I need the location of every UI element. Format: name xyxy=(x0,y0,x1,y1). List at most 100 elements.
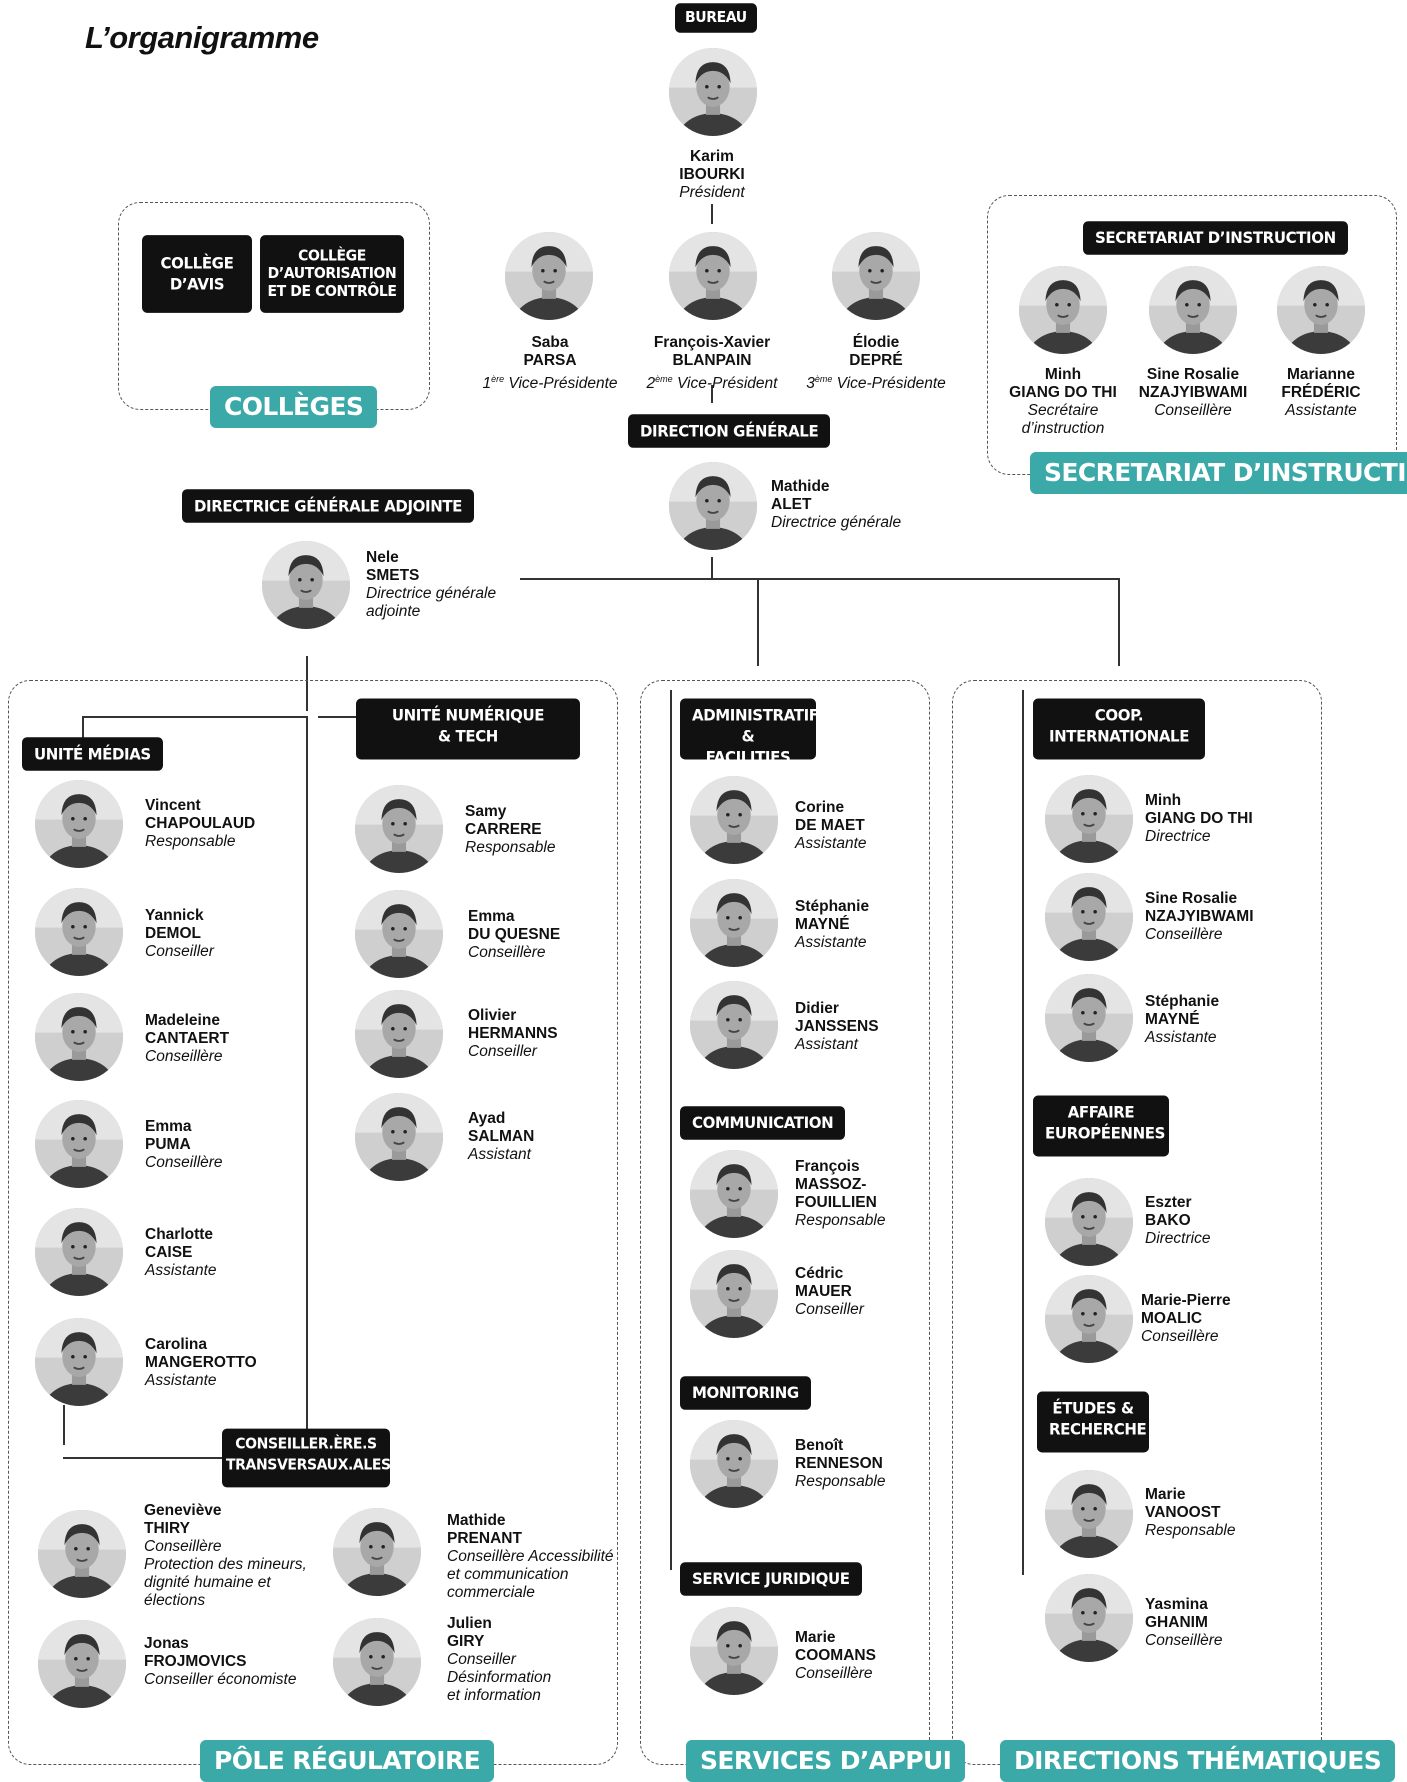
person-card: Nele SMETS Directrice générale adjointe xyxy=(366,549,497,620)
avatar xyxy=(1149,266,1237,354)
monitoring-tag: MONITORING xyxy=(680,1376,811,1410)
avatar xyxy=(1045,974,1133,1062)
avatar xyxy=(669,48,757,136)
avatar xyxy=(690,1250,778,1338)
avatar xyxy=(355,990,443,1078)
avatar xyxy=(1045,873,1133,961)
avatar xyxy=(35,780,123,868)
connector-line xyxy=(82,716,307,718)
directions-thematiques-label: DIRECTIONS THÉMATIQUES xyxy=(1000,1740,1396,1782)
connector-line xyxy=(757,578,759,666)
connector-line xyxy=(63,1457,233,1459)
person-card: Élodie DEPRÉ 3ème Vice-Présidente xyxy=(806,334,946,393)
direction-generale-tag: DIRECTION GÉNÉRALE xyxy=(628,414,831,448)
communication-tag: COMMUNICATION xyxy=(680,1106,846,1140)
service-juridique-tag: SERVICE JURIDIQUE xyxy=(680,1562,862,1596)
person-card: Mathide ALET Directrice générale xyxy=(771,478,902,531)
connector-line xyxy=(306,716,308,1446)
connector-line xyxy=(711,557,713,579)
unite-numerique-tag: UNITÉ NUMÉRIQUE& TECH xyxy=(356,698,580,760)
avatar xyxy=(355,785,443,873)
etudes-recherche-tag: ÉTUDES &RECHERCHE xyxy=(1037,1391,1149,1453)
avatar xyxy=(1045,1470,1133,1558)
avatar xyxy=(38,1510,126,1598)
avatar xyxy=(333,1618,421,1706)
page-title: L’organigramme xyxy=(85,20,319,55)
colleges-label: COLLÈGES xyxy=(210,386,378,428)
person-card: Marianne FRÉDÉRIC Assistante xyxy=(1281,366,1361,419)
avatar xyxy=(832,232,920,320)
avatar xyxy=(690,776,778,864)
connector-line xyxy=(82,716,84,742)
avatar xyxy=(35,1100,123,1188)
avatar xyxy=(669,462,757,550)
college-avis-tag: COLLÈGE D’AVIS xyxy=(142,235,252,313)
person-card: Sine Rosalie NZAJYIBWAMI Conseillère xyxy=(1138,366,1248,419)
avatar xyxy=(35,1318,123,1406)
unite-medias-tag: UNITÉ MÉDIAS xyxy=(22,737,163,771)
person-card: Minh GIANG DO THI Secrétaire d’instructi… xyxy=(1009,366,1117,437)
avatar xyxy=(35,993,123,1081)
avatar xyxy=(333,1508,421,1596)
person-card: Karim IBOURKI Président xyxy=(679,148,745,201)
connector-line xyxy=(318,716,356,718)
avatar xyxy=(38,1620,126,1708)
connector-line xyxy=(1022,690,1024,1575)
person-card: François-Xavier BLANPAIN 2ème Vice-Prési… xyxy=(646,334,778,393)
avatar xyxy=(1019,266,1107,354)
bureau-tag: BUREAU xyxy=(675,3,757,33)
avatar xyxy=(690,879,778,967)
admin-tag: ADMINISTRATIF &FACILITIES xyxy=(680,698,819,767)
avatar xyxy=(1045,1178,1133,1266)
connector-line xyxy=(1118,578,1120,666)
connector-line xyxy=(711,385,713,403)
avatar xyxy=(690,1420,778,1508)
connector-line xyxy=(670,690,672,1570)
coop-tag: COOP.INTERNATIONALE xyxy=(1033,698,1205,760)
dg-adjointe-tag: DIRECTRICE GÉNÉRALE ADJOINTE xyxy=(182,489,475,523)
avatar xyxy=(505,232,593,320)
connector-line xyxy=(306,656,308,711)
person-card: Saba PARSA 1ère Vice-Présidente xyxy=(482,334,618,393)
connector-line xyxy=(63,1405,65,1445)
connector-line xyxy=(520,578,1120,580)
secretariat-tag: SECRETARIAT D’INSTRUCTION xyxy=(1083,221,1348,255)
services-appui-label: SERVICES D’APPUI xyxy=(686,1740,966,1782)
avatar xyxy=(35,888,123,976)
avatar xyxy=(690,1607,778,1695)
avatar xyxy=(669,232,757,320)
avatar xyxy=(1045,775,1133,863)
college-autorisation-tag: COLLÈGE D’AUTORISATION ET DE CONTRÔLE xyxy=(260,235,404,313)
secretariat-label: SECRETARIAT D’INSTRUCTION xyxy=(1030,452,1407,494)
avatar xyxy=(35,1208,123,1296)
connector-line xyxy=(711,204,713,224)
pole-regulatoire-label: PÔLE RÉGULATOIRE xyxy=(200,1740,495,1782)
